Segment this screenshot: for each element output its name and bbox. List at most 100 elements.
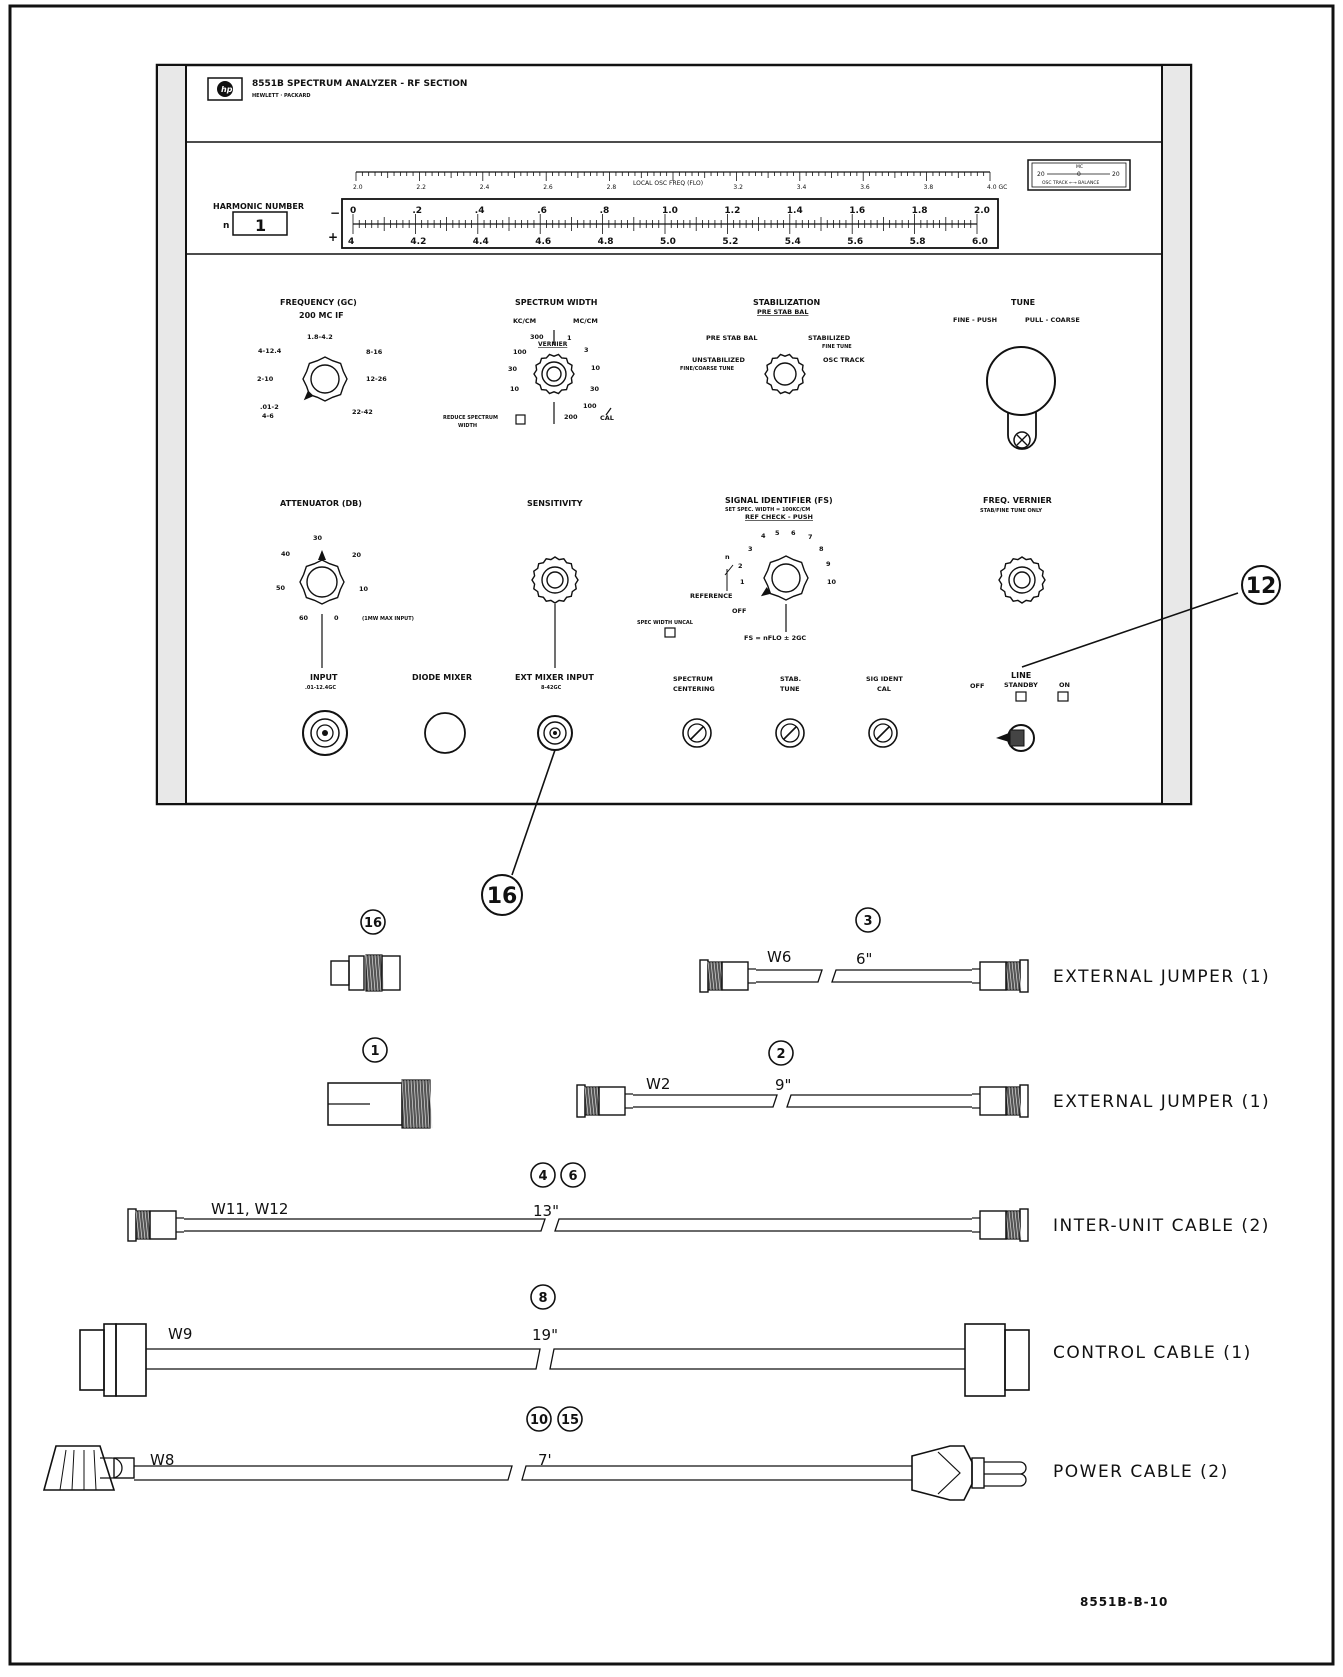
callout-circle: [530, 1284, 556, 1310]
svg-text:5: 5: [775, 529, 780, 537]
top-scale-label: 2.6: [543, 184, 553, 191]
minus-scale-label: 1.2: [724, 206, 740, 216]
line-standby-label: STANDBY: [1004, 681, 1038, 689]
signal-identifier-control: SIGNAL IDENTIFIER (FS) SET SPEC. WIDTH =…: [637, 496, 837, 642]
callout-number: 8: [538, 1291, 547, 1306]
plus-scale-label: 5.4: [785, 237, 801, 247]
plus-scale-label: 4: [348, 237, 354, 247]
cable-tag: 9": [775, 1076, 791, 1094]
sensitivity-knob[interactable]: [531, 556, 579, 604]
line-on-label: ON: [1059, 681, 1070, 689]
svg-text:CAL: CAL: [600, 414, 614, 422]
minus-scale-label: 0: [350, 206, 356, 216]
svg-text:KC/CM: KC/CM: [513, 317, 536, 325]
callout-number: 16: [364, 916, 382, 931]
svg-text:200 MC IF: 200 MC IF: [299, 311, 344, 320]
svg-text:hp: hp: [221, 85, 233, 94]
top-scale-label: 2.4: [480, 184, 490, 191]
frequency-control: FREQUENCY (GC) 200 MC IF 1.8-4.2 8-16 4-…: [257, 298, 387, 420]
callout-number: 4: [538, 1169, 547, 1184]
adjust-screw[interactable]: [868, 718, 898, 748]
svg-text:REFERENCE: REFERENCE: [690, 592, 732, 600]
top-scale-label: 4.0 GC: [987, 184, 1007, 191]
cable-tag: W8: [150, 1451, 174, 1469]
svg-text:SPEC WIDTH UNCAL: SPEC WIDTH UNCAL: [637, 620, 694, 626]
svg-text:20: 20: [1112, 171, 1120, 178]
callout-number: 3: [863, 914, 872, 929]
minus-scale-label: .6: [537, 206, 547, 216]
svg-text:OSC TRACK: OSC TRACK: [823, 356, 865, 364]
svg-text:MC: MC: [1076, 164, 1083, 170]
attenuator-knob[interactable]: [299, 550, 345, 605]
spectrum-centering-label-1: SPECTRUM: [673, 675, 713, 683]
balance-meter: 20 0 20 MC OSC TRACK ←→ BALANCE: [1027, 159, 1131, 191]
signal-identifier-knob[interactable]: [760, 555, 809, 601]
tune-knob[interactable]: [986, 346, 1056, 450]
minus-scale-label: 1.4: [787, 206, 803, 216]
svg-text:7: 7: [808, 533, 813, 541]
ext-mixer-connector[interactable]: [537, 715, 573, 751]
plus-scale-label: 5.6: [847, 237, 863, 247]
svg-text:8: 8: [819, 545, 824, 553]
svg-text:FS = nFLO ± 2GC: FS = nFLO ± 2GC: [744, 634, 806, 642]
plus-scale-label: 4.6: [535, 237, 551, 247]
callout-circle: [855, 907, 881, 933]
svg-text:4-6: 4-6: [262, 412, 274, 420]
hp-logo-frame: [207, 77, 243, 101]
svg-text:1.8-4.2: 1.8-4.2: [307, 333, 333, 341]
minus-sign: −: [330, 206, 340, 220]
line-switch[interactable]: [996, 724, 1035, 752]
panel-maker: HEWLETT · PACKARD: [252, 93, 311, 99]
minus-scale-label: .8: [600, 206, 610, 216]
stabilization-control: STABILIZATION PRE STAB BAL PRE STAB BAL …: [680, 298, 865, 372]
plus-scale-label: 4.4: [473, 237, 489, 247]
svg-text:4-12.4: 4-12.4: [258, 347, 282, 355]
sig-ident-cal-label-1: SIG IDENT: [866, 675, 903, 683]
svg-text:2: 2: [738, 562, 743, 570]
input-sub: .01-12.4GC: [305, 685, 336, 691]
plus-sign: +: [328, 230, 338, 244]
svg-text:22-42: 22-42: [352, 408, 373, 416]
svg-text:3: 3: [748, 545, 753, 553]
on-lamp: [1057, 691, 1069, 702]
svg-text:50: 50: [276, 584, 286, 592]
svg-text:0: 0: [1077, 171, 1081, 178]
tune-control: TUNE FINE - PUSH PULL - COARSE: [953, 298, 1080, 324]
svg-text:20: 20: [352, 551, 362, 559]
adjust-screw[interactable]: [775, 718, 805, 748]
dial-window: [341, 198, 999, 249]
freq-vernier-knob[interactable]: [998, 556, 1046, 604]
harmonic-n: n: [223, 221, 229, 231]
minus-scale-label: .4: [475, 206, 485, 216]
svg-text:OFF: OFF: [732, 607, 746, 615]
harmonic-value: 1: [255, 216, 266, 235]
line-label: LINE: [1011, 671, 1031, 680]
svg-text:12-26: 12-26: [366, 375, 387, 383]
sensitivity-label: SENSITIVITY: [527, 499, 583, 508]
svg-text:STABILIZATION: STABILIZATION: [753, 298, 820, 307]
callout-circle: [768, 1040, 794, 1066]
diode-mixer-label: DIODE MIXER: [412, 673, 472, 682]
svg-text:WIDTH: WIDTH: [458, 423, 477, 429]
stabilization-knob[interactable]: [764, 353, 806, 395]
diode-mixer-port[interactable]: [424, 712, 466, 754]
attenuator-control: ATTENUATOR (DB) 30 40 20 50 10 60 0 (1MW…: [276, 499, 414, 668]
line-off-label: OFF: [970, 682, 984, 690]
svg-text:4: 4: [761, 532, 766, 540]
svg-text:3: 3: [584, 346, 589, 354]
svg-text:30: 30: [590, 385, 600, 393]
spectrum-width-knob[interactable]: [533, 353, 575, 395]
input-connector[interactable]: [302, 710, 348, 756]
plus-scale-label: 4.2: [410, 237, 426, 247]
reduce-spectrum-width-button[interactable]: [515, 414, 526, 425]
plus-scale-label: 5.2: [722, 237, 738, 247]
svg-text:FREQUENCY (GC): FREQUENCY (GC): [280, 298, 357, 307]
svg-text:2-10: 2-10: [257, 375, 274, 383]
frequency-knob[interactable]: [302, 356, 348, 402]
page-border: [8, 4, 1335, 1666]
spec-width-uncal-lamp: [664, 627, 676, 638]
adjust-screw[interactable]: [682, 718, 712, 748]
